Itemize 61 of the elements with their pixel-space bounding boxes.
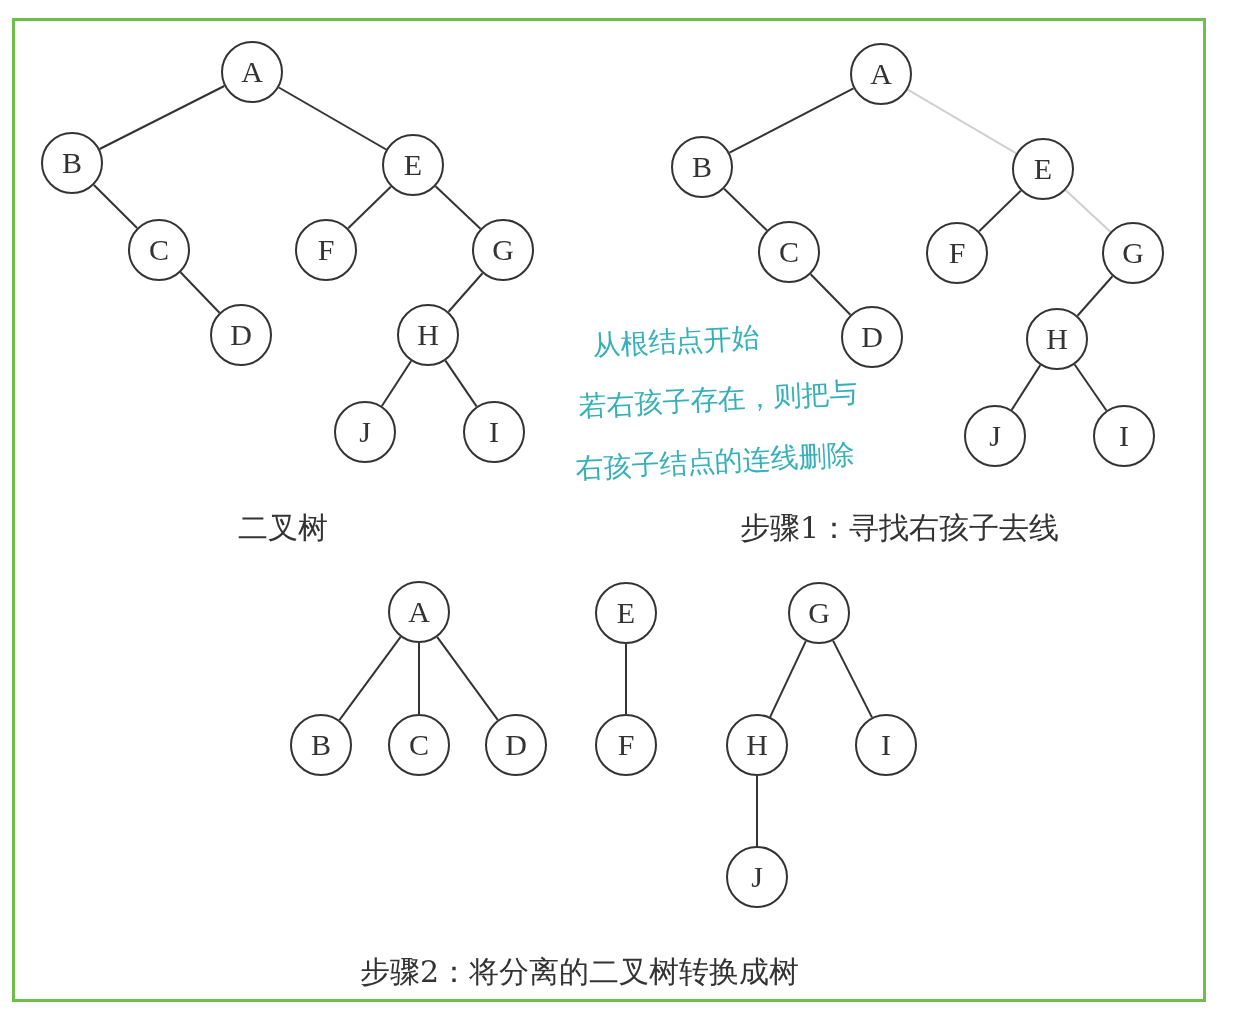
tree-node: A	[221, 41, 283, 103]
tree-node: D	[485, 714, 547, 776]
tree-node: G	[1102, 222, 1164, 284]
step-caption: 步骤1：寻找右孩子去线	[740, 509, 1060, 547]
tree-node: B	[671, 136, 733, 198]
tree-node: F	[595, 714, 657, 776]
handwritten-note: 从根结点开始	[591, 319, 761, 365]
tree-node: J	[726, 846, 788, 908]
tree-node: D	[841, 306, 903, 368]
tree-edge	[978, 189, 1022, 233]
tree-edge	[1073, 363, 1108, 412]
tree-node: F	[295, 219, 357, 281]
tree-edge	[338, 635, 402, 722]
tree-edge	[447, 272, 484, 313]
tree-edge	[380, 360, 413, 407]
tree-node: H	[397, 304, 459, 366]
tree-node: I	[463, 401, 525, 463]
tree-edge	[98, 85, 226, 150]
tree-node: E	[1012, 138, 1074, 200]
tree-node: G	[472, 219, 534, 281]
tree-node: F	[926, 222, 988, 284]
tree-node: B	[290, 714, 352, 776]
tree-node: I	[1093, 405, 1155, 467]
tree-edge	[1064, 189, 1112, 233]
tree-edge	[1076, 275, 1114, 317]
tree-edge	[92, 183, 139, 230]
handwritten-note: 若右孩子存在，则把与	[577, 374, 859, 426]
tree-node: D	[210, 304, 272, 366]
tree-edge	[723, 187, 768, 232]
tree-edge	[769, 640, 807, 718]
tree-node: H	[1026, 308, 1088, 370]
tree-node: J	[964, 405, 1026, 467]
tree-node: A	[850, 43, 912, 105]
tree-edge	[277, 86, 388, 151]
tree-edge	[347, 185, 392, 230]
tree-edge	[906, 88, 1018, 155]
tree-node: E	[595, 582, 657, 644]
tree-caption: 二叉树	[238, 509, 328, 547]
tree-edge	[832, 639, 873, 719]
tree-edge	[179, 271, 221, 314]
tree-node: B	[41, 132, 103, 194]
tree-edge	[756, 775, 758, 847]
tree-edge	[444, 359, 478, 408]
tree-node: C	[388, 714, 450, 776]
tree-node: E	[382, 134, 444, 196]
tree-node: A	[388, 581, 450, 643]
tree-edge	[1010, 364, 1042, 411]
tree-edge	[434, 185, 482, 230]
step-caption: 步骤2：将分离的二叉树转换成树	[360, 953, 800, 991]
tree-node: C	[758, 221, 820, 283]
tree-node: I	[855, 714, 917, 776]
tree-node: J	[334, 401, 396, 463]
handwritten-note: 右孩子结点的连线删除	[574, 436, 856, 488]
tree-edge	[728, 87, 855, 154]
tree-edge	[625, 643, 627, 715]
tree-node: H	[726, 714, 788, 776]
tree-edge	[436, 636, 499, 721]
tree-node: G	[788, 582, 850, 644]
tree-edge	[809, 273, 852, 316]
tree-node: C	[128, 219, 190, 281]
tree-edge	[418, 642, 420, 715]
